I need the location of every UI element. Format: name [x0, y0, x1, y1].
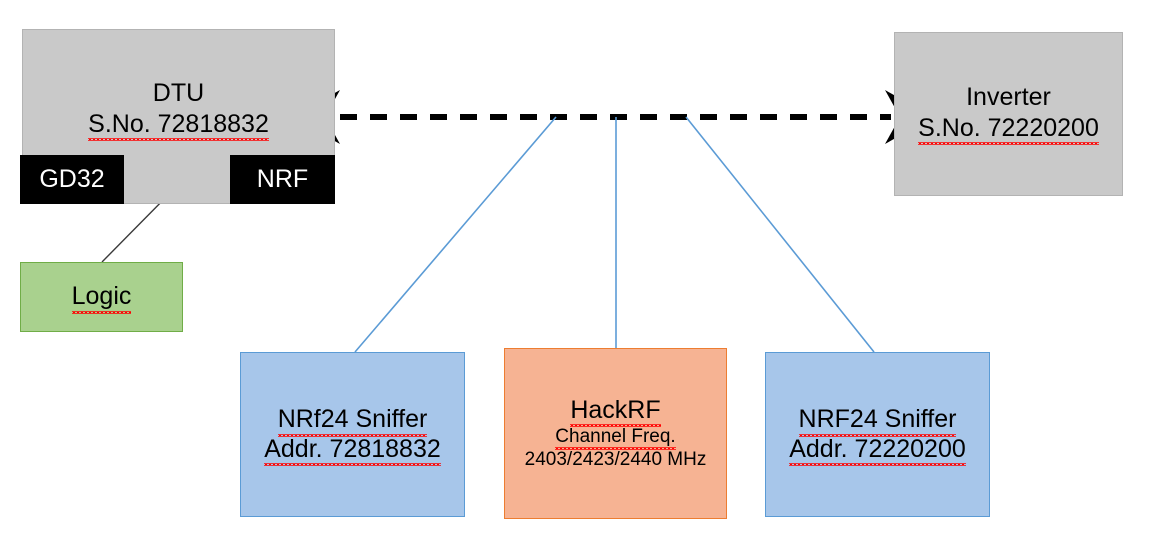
node-sniffer-right-line2: Addr. 72220200: [789, 434, 966, 466]
node-inverter-line2-text: S.No. 72220200: [918, 113, 1099, 145]
node-inverter-line1: Inverter: [966, 83, 1051, 111]
connector-sniffer-right-tap: [685, 116, 875, 353]
node-hackrf-line1-text: HackRF: [570, 395, 661, 427]
node-logic[interactable]: Logic: [20, 262, 183, 332]
node-inverter-line2: S.No. 72220200: [894, 113, 1123, 145]
node-gd32[interactable]: GD32: [20, 155, 124, 204]
node-logic-label: Logic: [71, 282, 132, 314]
node-hackrf-line2: Channel Freq.: [555, 425, 677, 451]
node-hackrf[interactable]: HackRF Channel Freq. 2403/2423/2440 MHz: [504, 348, 727, 519]
node-gd32-label: GD32: [39, 164, 105, 193]
node-sniffer-right-line1: NRF24 Sniffer: [798, 405, 957, 436]
node-inverter-label: Inverter S.No. 72220200: [894, 82, 1123, 145]
node-hackrf-line3: 2403/2423/2440 MHz: [524, 449, 707, 471]
node-dtu-line1: DTU: [152, 79, 205, 107]
connector-sniffer-left-tap: [354, 116, 557, 353]
node-dtu-line2: S.No. 72818832: [22, 109, 335, 141]
node-sniffer-left-line1: NRf24 Sniffer: [277, 405, 428, 436]
node-sniffer-right-line1-text: NRF24 Sniffer: [798, 405, 957, 436]
node-sniffer-right-line2-text: Addr. 72220200: [789, 434, 966, 466]
node-sniffer-right[interactable]: NRF24 Sniffer Addr. 72220200: [765, 352, 990, 517]
node-dtu-label: DTU S.No. 72818832: [22, 78, 335, 141]
node-sniffer-left-line2: Addr. 72818832: [264, 434, 441, 466]
node-sniffer-left[interactable]: NRf24 Sniffer Addr. 72818832: [240, 352, 465, 517]
node-hackrf-line1: HackRF: [570, 395, 661, 427]
node-dtu-line2-text: S.No. 72818832: [88, 109, 269, 141]
node-hackrf-line2-text: Channel Freq.: [555, 426, 677, 451]
node-sniffer-left-line2-text: Addr. 72818832: [264, 434, 441, 466]
node-nrf[interactable]: NRF: [230, 155, 335, 204]
node-inverter[interactable]: [894, 32, 1123, 196]
node-sniffer-left-line1-text: NRf24 Sniffer: [277, 405, 428, 436]
node-nrf-label: NRF: [256, 164, 309, 193]
